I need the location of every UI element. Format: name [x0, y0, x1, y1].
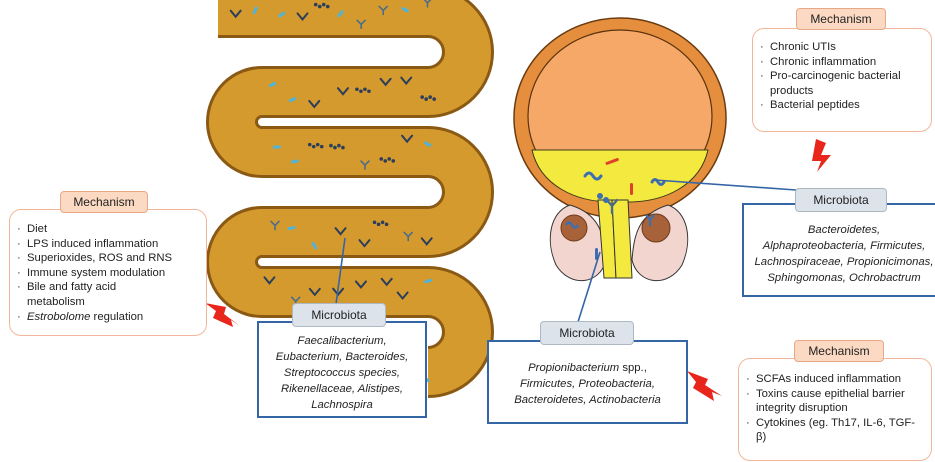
- bacterium-coccus: [385, 223, 389, 227]
- gut-microbiota-line: Faecalibacterium,: [259, 333, 425, 349]
- bladder-microbiota-text: Bacteroidetes, Alphaproteobacteria, Firm…: [746, 222, 935, 286]
- prostate-nodule-right: [642, 214, 670, 242]
- bacterium-coccus: [377, 223, 381, 227]
- bacterium-coccus: [326, 5, 330, 9]
- gut-mechanism-item: Estrobolome regulation: [17, 310, 203, 325]
- bladder-mechanism-item: Chronic UTIs: [760, 40, 930, 55]
- gut-mechanism-item: Diet: [17, 222, 203, 237]
- bacterium-coccus: [603, 197, 609, 203]
- bacterium-coccus: [314, 3, 318, 7]
- prostate-mechanism-item: SCFAs induced inflammation: [746, 372, 928, 387]
- bladder-microbiota-box: Bacteroidetes, Alphaproteobacteria, Firm…: [742, 203, 935, 297]
- bacterium-rod: [630, 183, 633, 195]
- estrobolome-rest: regulation: [90, 311, 143, 323]
- gut-microbiota-line: Streptococcus species,: [259, 365, 425, 381]
- gut-mechanism-list: Diet LPS induced inflammation Superioxid…: [17, 222, 203, 324]
- bladder-microbiota-label: Microbiota: [795, 188, 887, 212]
- bacterium-coccus: [432, 97, 436, 101]
- prostate-mechanism-item: Toxins cause epithelial barrier integrit…: [746, 387, 928, 416]
- bladder-microbiota-line: Lachnospiraceae, Propionicimonas,: [746, 254, 935, 270]
- bacterium-coccus: [373, 221, 377, 225]
- bacterium-coccus: [312, 145, 316, 149]
- gut-mechanism-item: LPS induced inflammation: [17, 237, 203, 252]
- bladder-mechanism-item: Pro-carcinogenic bacterial products: [760, 69, 930, 98]
- bacterium-coccus: [337, 144, 341, 148]
- bacterium-coccus: [367, 89, 371, 93]
- gut-microbiota-line: Rikenellaceae, Alistipes,: [259, 381, 425, 397]
- bacterium-coccus: [381, 221, 385, 225]
- prostate-mechanism-box: SCFAs induced inflammation Toxins cause …: [738, 358, 932, 461]
- prostate-microbiota-text: Propionibacterium spp., Firmicutes, Prot…: [489, 360, 686, 408]
- bacterium-coccus: [341, 146, 345, 150]
- gut-microbiota-text: Faecalibacterium, Eubacterium, Bacteroid…: [259, 333, 425, 413]
- prostate-mechanism-label: Mechanism: [794, 340, 884, 362]
- bladder-mechanism-label: Mechanism: [796, 8, 886, 30]
- prostate-mechanism-item: Cytokines (eg. Th17, IL-6, TGF-β): [746, 416, 921, 445]
- gut-mechanism-box: Diet LPS induced inflammation Superioxid…: [9, 209, 207, 336]
- gut-mechanism-item: Superioxides, ROS and RNS: [17, 251, 203, 266]
- estrobolome-term: Estrobolome: [27, 311, 90, 323]
- gut-mechanism-label: Mechanism: [60, 191, 148, 213]
- gut-microbiota-line: Lachnospira: [259, 397, 425, 413]
- bacterium-coccus: [597, 193, 603, 199]
- prostate-mechanism-list: SCFAs induced inflammation Toxins cause …: [746, 372, 928, 445]
- gut-mechanism-item: Immune system modulation: [17, 266, 203, 281]
- bacterium-coccus: [333, 146, 337, 150]
- bacterium-rod: [273, 146, 281, 149]
- bacterium-coccus: [320, 145, 324, 149]
- prostate-microbiota-line: Bacteroidetes, Actinobacteria: [489, 392, 686, 408]
- bacterium-coccus: [308, 143, 312, 147]
- propionibacterium-rest: spp.,: [619, 362, 647, 374]
- bacterium-coccus: [383, 159, 387, 163]
- bacterium-coccus: [322, 3, 326, 7]
- gut-microbiota-box: Faecalibacterium, Eubacterium, Bacteroid…: [257, 321, 427, 418]
- bacterium-coccus: [428, 95, 432, 99]
- bladder-lightning-bolt: [812, 139, 831, 172]
- bladder-mechanism-item: Chronic inflammation: [760, 55, 930, 70]
- bladder-mechanism-box: Chronic UTIs Chronic inflammation Pro-ca…: [752, 28, 932, 132]
- bacterium-coccus: [316, 143, 320, 147]
- prostate-microbiota-line: Firmicutes, Proteobacteria,: [489, 376, 686, 392]
- gut-microbiota-label: Microbiota: [292, 303, 386, 327]
- bladder-mechanism-item: Bacterial peptides: [760, 98, 930, 113]
- bladder: [514, 18, 726, 281]
- bacterium-coccus: [318, 5, 322, 9]
- bladder-microbiota-line: Sphingomonas, Ochrobactrum: [746, 270, 935, 286]
- propionibacterium-term: Propionibacterium: [528, 362, 619, 374]
- bacterium-coccus: [379, 157, 383, 161]
- bladder-mechanism-list: Chronic UTIs Chronic inflammation Pro-ca…: [760, 40, 930, 113]
- bacterium-coccus: [359, 89, 363, 93]
- gut-mechanism-item: Bile and fatty acid metabolism: [17, 280, 177, 309]
- bacterium-coccus: [387, 157, 391, 161]
- bacterium-coccus: [391, 159, 395, 163]
- bacterium-coccus: [420, 95, 424, 99]
- prostate-microbiota-label: Microbiota: [540, 321, 634, 345]
- bladder-microbiota-line: Alphaproteobacteria, Firmicutes,: [746, 238, 935, 254]
- gut-microbiota-line: Eubacterium, Bacteroides,: [259, 349, 425, 365]
- bacterium-coccus: [424, 97, 428, 101]
- bacterium-coccus: [363, 87, 367, 91]
- prostate-microbiota-line: Propionibacterium spp.,: [489, 360, 686, 376]
- bacterium-coccus: [329, 144, 333, 148]
- bladder-microbiota-line: Bacteroidetes,: [746, 222, 935, 238]
- bacterium-coccus: [355, 87, 359, 91]
- prostate-microbiota-box: Propionibacterium spp., Firmicutes, Prot…: [487, 340, 688, 424]
- prostate-lightning-bolt: [687, 371, 722, 401]
